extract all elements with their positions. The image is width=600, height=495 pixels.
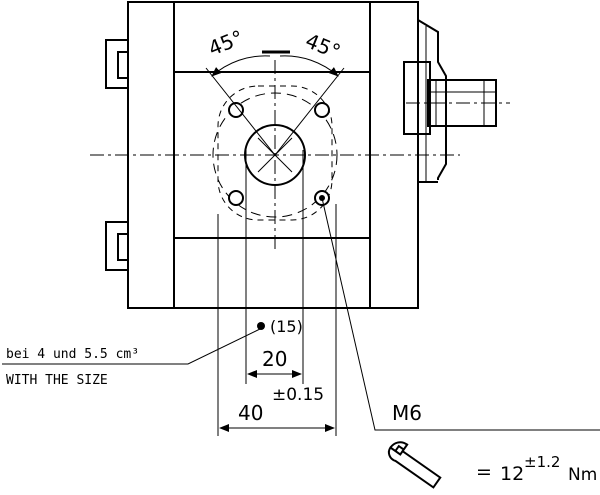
torque-tolerance: ±1.2 xyxy=(524,453,560,471)
reference-dot-marker xyxy=(257,322,265,330)
extension-lines xyxy=(217,150,337,436)
bolt-holes xyxy=(228,102,330,206)
bolt-hole-bottom-left xyxy=(228,190,244,206)
angle-arc-right xyxy=(279,55,339,77)
bolt-hole-top-right xyxy=(314,102,330,118)
shaft-collar xyxy=(403,61,431,135)
angle-right-label: 45° xyxy=(302,28,344,64)
right-shaft-assembly xyxy=(403,19,497,183)
bolt-hole-top-left xyxy=(228,102,244,118)
dim-20-label: 20 xyxy=(262,347,287,371)
upper-tab-slot xyxy=(117,51,129,79)
dim-40-label: 40 xyxy=(238,401,263,425)
rear-flange-profile xyxy=(417,19,447,180)
bolt-circle xyxy=(212,92,338,218)
left-mounting-tabs xyxy=(105,39,129,271)
angle-left-label: 45° xyxy=(205,25,247,61)
dim-ref-label: (15) xyxy=(270,317,303,336)
angle-ray-left xyxy=(205,67,276,156)
dim-20-tolerance: ±0.15 xyxy=(272,385,324,405)
wrench-icon xyxy=(387,441,442,489)
angle-arc-left xyxy=(211,55,271,77)
angle-dimensions xyxy=(205,50,345,156)
thread-leader xyxy=(321,197,600,431)
angle-ray-right xyxy=(274,67,345,156)
port-pattern xyxy=(212,85,338,221)
port-outline-hidden xyxy=(217,85,333,221)
lower-tab-slot xyxy=(117,233,129,261)
shaft-stub xyxy=(427,79,497,127)
centre-port xyxy=(244,124,306,186)
note-line-1: bei 4 und 5.5 cm³ xyxy=(6,347,139,362)
thread-label: M6 xyxy=(392,401,422,425)
note-line-2: WITH THE SIZE xyxy=(6,373,108,388)
torque-unit: Nm xyxy=(568,465,597,485)
torque-equals: = xyxy=(476,461,492,483)
note-leader xyxy=(2,327,263,365)
torque-value: 12 xyxy=(500,463,524,485)
